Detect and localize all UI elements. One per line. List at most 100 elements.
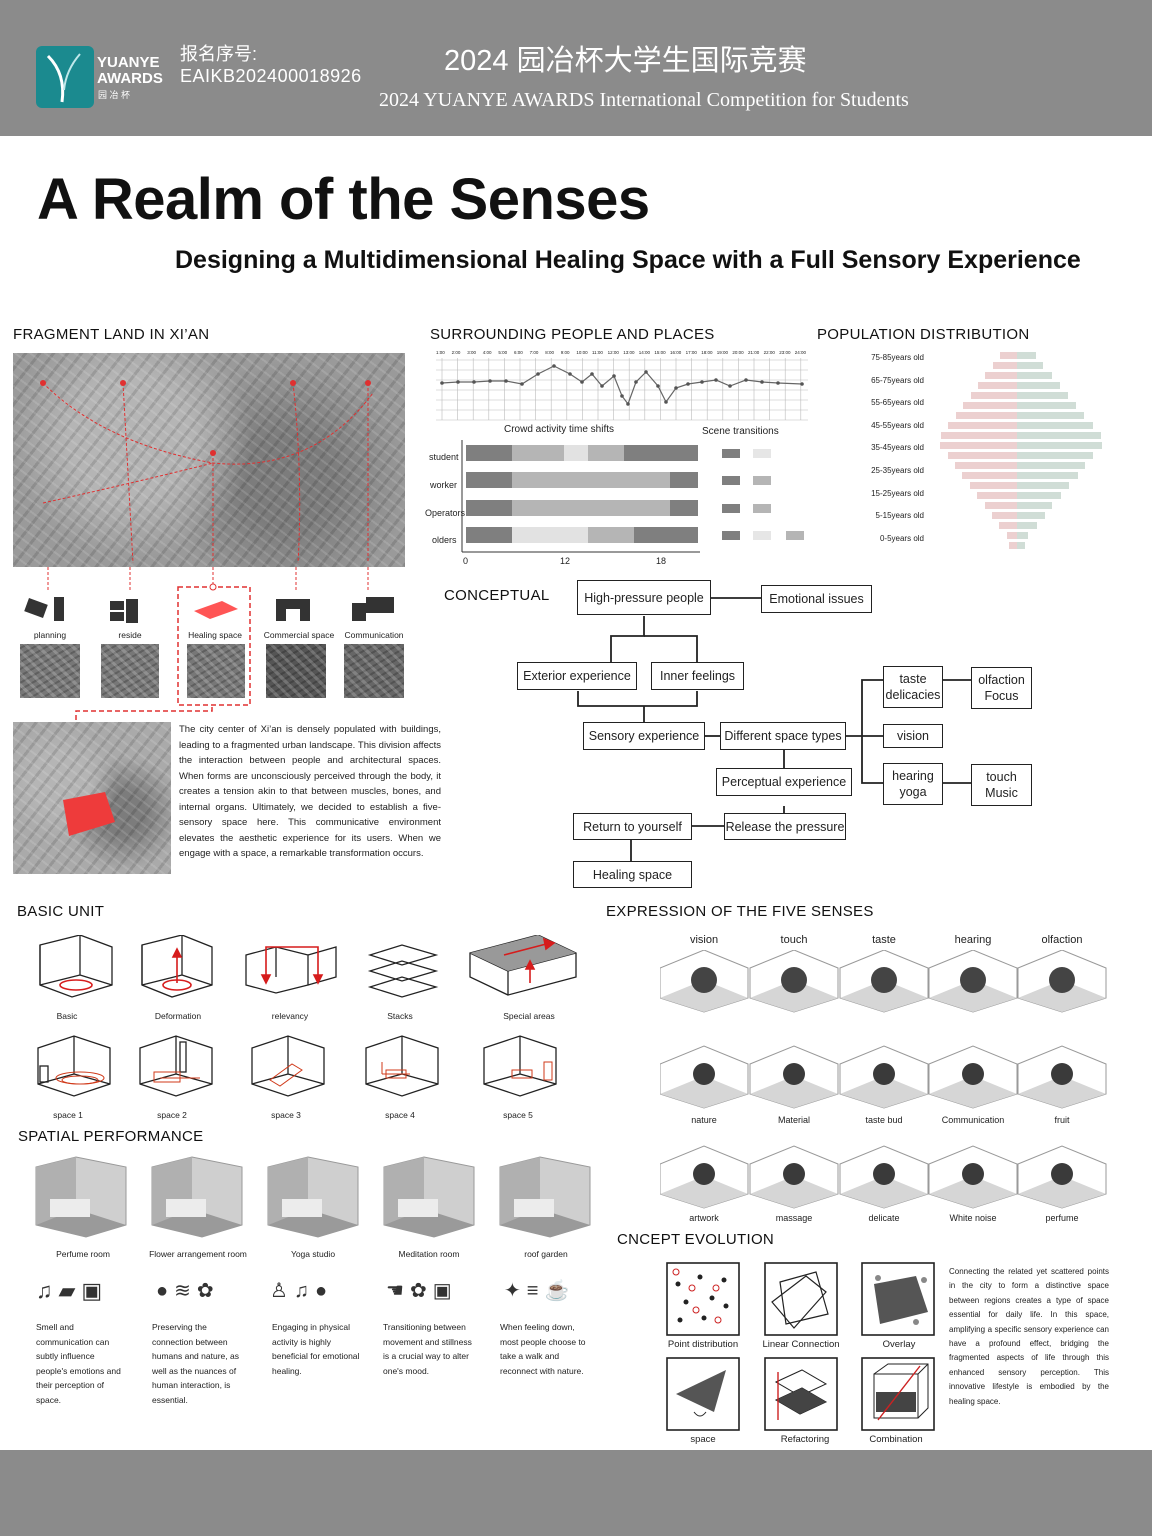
sense-icon bbox=[693, 1063, 715, 1085]
node-olfaction: olfaction Focus bbox=[971, 667, 1032, 709]
evo-linear: Linear Connection bbox=[762, 1339, 840, 1350]
sense-icon bbox=[693, 1163, 715, 1185]
pop-bar-left bbox=[962, 472, 1017, 479]
sense-floor bbox=[750, 1076, 838, 1108]
time-tick: 24:00 bbox=[794, 350, 807, 355]
sense-floor bbox=[660, 1176, 748, 1208]
time-tick: 10:00 bbox=[576, 350, 588, 355]
time-tick: 22:00 bbox=[763, 350, 775, 355]
pop-bar-left bbox=[993, 362, 1017, 369]
pop-bar-right bbox=[1017, 392, 1068, 399]
time-tick: 9:00 bbox=[560, 350, 570, 355]
pop-bar-right bbox=[1017, 482, 1069, 489]
scene-title: Scene transitions bbox=[702, 426, 779, 437]
time-point bbox=[800, 382, 804, 386]
node-healing: Healing space bbox=[573, 861, 692, 888]
room-text-3: Engaging in physical activity is highly … bbox=[272, 1322, 360, 1376]
node-return: Return to yourself bbox=[573, 813, 692, 840]
space-type-icons bbox=[24, 597, 394, 623]
yoga-icon: ♙ bbox=[270, 1280, 294, 1302]
room5-icons: ✦≡☕ bbox=[504, 1278, 575, 1303]
unit-deformation: Deformation bbox=[154, 1011, 202, 1021]
room4-icons: ☚✿▣ bbox=[386, 1278, 458, 1303]
room-text-4: Transitioning between movement and still… bbox=[383, 1322, 472, 1376]
time-tick: 2:00 bbox=[451, 350, 461, 355]
time-point bbox=[686, 382, 690, 386]
basic-unit-heading: BASIC UNIT bbox=[17, 903, 105, 920]
time-tick: 11:00 bbox=[592, 350, 603, 355]
type-label-commercial: Commercial space bbox=[263, 630, 335, 640]
crowd-bars bbox=[461, 440, 804, 553]
time-point bbox=[644, 370, 648, 374]
pop-bar-left bbox=[948, 452, 1017, 459]
logs-icon: ≡ bbox=[526, 1280, 545, 1302]
time-tick: 23:00 bbox=[779, 350, 791, 355]
sense-icon bbox=[783, 1163, 805, 1185]
sense-touch: touch bbox=[780, 934, 808, 946]
sense-row2-label: fruit bbox=[1054, 1115, 1070, 1125]
pop-bar-right bbox=[1017, 412, 1084, 419]
time-point bbox=[714, 378, 718, 382]
pop-bar-left bbox=[985, 372, 1017, 379]
sense-icon bbox=[962, 1063, 984, 1085]
sense-icon bbox=[871, 967, 897, 993]
sense-icon bbox=[1051, 1063, 1073, 1085]
node-olf-b: Focus bbox=[984, 689, 1019, 703]
time-tick: 14:00 bbox=[638, 350, 651, 355]
pop-bar-left bbox=[1009, 542, 1017, 549]
sense-hearing: hearing bbox=[954, 934, 992, 946]
pop-bar-left bbox=[992, 512, 1017, 519]
space-diagrams bbox=[37, 1035, 557, 1097]
sense-row2-label: Material bbox=[777, 1115, 810, 1125]
unit-stacks: Stacks bbox=[387, 1011, 413, 1021]
time-tick: 8:00 bbox=[545, 350, 554, 355]
bottle-icon: ● bbox=[314, 1280, 334, 1302]
sense-row3-label: White noise bbox=[949, 1213, 997, 1223]
time-tick: 21:00 bbox=[748, 350, 760, 355]
sense-icon bbox=[783, 1063, 805, 1085]
time-tick: 16:00 bbox=[670, 350, 682, 355]
time-point bbox=[440, 381, 444, 385]
sense-icon bbox=[781, 967, 807, 993]
sense-icon bbox=[873, 1163, 895, 1185]
time-point bbox=[776, 381, 780, 385]
site-parcel bbox=[63, 792, 115, 836]
pop-label: 55-65years old bbox=[871, 398, 924, 408]
basic-unit-diagrams bbox=[39, 935, 577, 998]
fragment-heading: FRAGMENT LAND IN XI’AN bbox=[13, 326, 210, 343]
population-heading: POPULATION DISTRIBUTION bbox=[817, 326, 1030, 343]
cup-icon: ☕ bbox=[544, 1280, 576, 1302]
type-label-reside: reside bbox=[118, 630, 142, 640]
time-point bbox=[590, 372, 594, 376]
time-point bbox=[536, 372, 540, 376]
time-point bbox=[728, 384, 732, 388]
pop-bar-right bbox=[1017, 352, 1036, 359]
sense-icon bbox=[960, 967, 986, 993]
map-routes bbox=[40, 380, 374, 564]
footer-bar bbox=[0, 1450, 1152, 1536]
room-furniture bbox=[282, 1199, 322, 1217]
sense-olfaction: olfaction bbox=[1041, 934, 1083, 946]
node-perceptual: Perceptual experience bbox=[716, 768, 852, 796]
pop-bar-right bbox=[1017, 472, 1078, 479]
sense-vision: vision bbox=[689, 934, 719, 946]
node-hearing: hearing yoga bbox=[883, 763, 943, 805]
pop-bar-left bbox=[978, 382, 1017, 389]
pop-label: 0-5years old bbox=[879, 533, 924, 543]
conceptual-heading: CONCEPTUAL bbox=[444, 587, 550, 604]
time-point bbox=[568, 372, 572, 376]
row-student: student bbox=[429, 452, 459, 462]
sense-floor bbox=[1018, 1176, 1106, 1208]
time-tick: 15:00 bbox=[654, 350, 666, 355]
pop-bar-left bbox=[977, 492, 1017, 499]
node-exterior: Exterior experience bbox=[517, 662, 637, 690]
pop-bar-right bbox=[1017, 512, 1045, 519]
rose-icon: ✿ bbox=[196, 1280, 220, 1302]
axis-18: 18 bbox=[656, 556, 667, 566]
type-label-communication: Communication bbox=[344, 630, 404, 640]
pop-bar-right bbox=[1017, 372, 1052, 379]
node-hear-b: yoga bbox=[899, 785, 927, 799]
sense-floor bbox=[929, 1076, 1017, 1108]
sense-floor bbox=[750, 1176, 838, 1208]
room-flower: Flower arrangement room bbox=[149, 1249, 247, 1259]
